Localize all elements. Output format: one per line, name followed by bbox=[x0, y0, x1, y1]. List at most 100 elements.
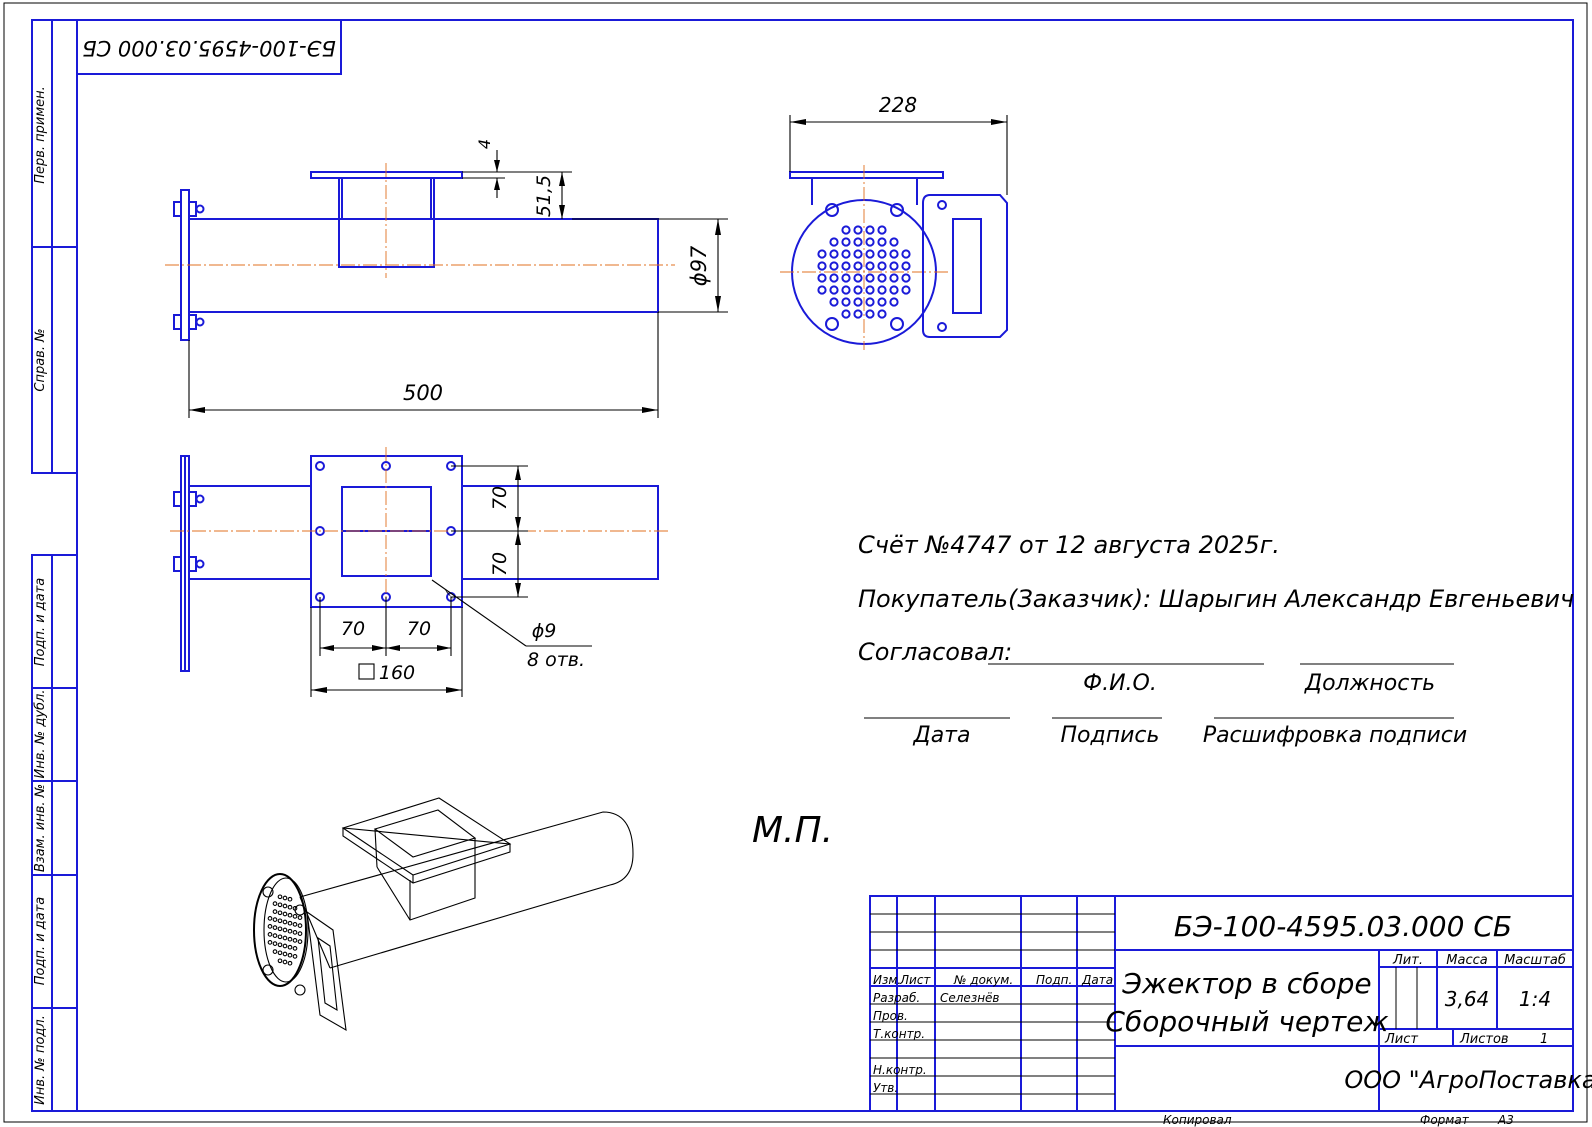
iso-perforation-hole bbox=[282, 911, 288, 917]
perforation-hole bbox=[853, 297, 863, 307]
drawing-frame bbox=[76, 19, 1574, 1112]
note-fio: Ф.И.О. bbox=[1083, 671, 1157, 696]
dim-pitch-h1: 70 bbox=[341, 618, 365, 640]
tb-name-line2: Сборочный чертеж bbox=[1105, 1005, 1388, 1038]
dim-flange-thickness: 4 bbox=[475, 139, 494, 149]
tb-col-izm: Изм. bbox=[873, 973, 901, 987]
perforation-hole bbox=[841, 297, 851, 307]
label-inv-dubl: Инв. № дубл. bbox=[33, 690, 48, 779]
dim-length: 500 bbox=[403, 381, 443, 405]
iso-perforation-hole bbox=[287, 960, 293, 966]
tb-listov-value: 1 bbox=[1540, 1032, 1548, 1047]
iso-perforation-hole bbox=[287, 912, 293, 918]
perforation-hole bbox=[877, 249, 887, 259]
perforation-hole bbox=[841, 273, 851, 283]
front-view: 500 ϕ97 4 51,5 bbox=[165, 139, 728, 418]
note-position: Должность bbox=[1304, 671, 1435, 696]
perforation-hole bbox=[901, 249, 911, 259]
perforation-hole bbox=[889, 237, 899, 247]
note-approved-label: Согласовал: bbox=[858, 638, 1012, 666]
iso-perforation-hole bbox=[277, 918, 283, 924]
tb-col-data: Дата bbox=[1081, 973, 1113, 987]
label-podp-data-1: Подп. и дата bbox=[33, 578, 48, 667]
iso-perforation-hole bbox=[287, 920, 293, 926]
perforation-hole bbox=[877, 297, 887, 307]
perforation-hole bbox=[865, 273, 875, 283]
perforation-hole bbox=[901, 285, 911, 295]
perforation-hole bbox=[889, 261, 899, 271]
tb-scale-value: 1:4 bbox=[1519, 987, 1551, 1011]
iso-perforation-hole bbox=[292, 930, 298, 935]
note-buyer: Покупатель(Заказчик): Шарыгин Александр … bbox=[858, 585, 1574, 613]
side-view: 228 bbox=[780, 93, 1008, 350]
note-date: Дата bbox=[913, 723, 971, 748]
iso-perforation-hole bbox=[282, 927, 288, 933]
dim-hole-count: 8 отв. bbox=[527, 649, 585, 671]
iso-perforation-hole bbox=[297, 939, 303, 944]
tb-prov: Пров. bbox=[873, 1009, 908, 1023]
perforation-hole bbox=[817, 249, 827, 259]
iso-perforation-hole bbox=[287, 952, 293, 958]
iso-perforation-hole bbox=[272, 949, 278, 954]
sheet-trim bbox=[3, 2, 1588, 1123]
perforation-hole bbox=[853, 261, 863, 271]
note-decode-signature: Расшифровка подписи bbox=[1203, 723, 1467, 748]
perforation-hole bbox=[901, 273, 911, 283]
tb-masshtab: Масштаб bbox=[1504, 953, 1566, 968]
tb-designation: БЭ-100-4595.03.000 СБ bbox=[1174, 910, 1512, 943]
hole-grid bbox=[817, 225, 911, 319]
top-stamp: БЭ-100-4595.03.000 СБ bbox=[76, 19, 342, 75]
perforation-hole bbox=[865, 285, 875, 295]
plan-view: 70 70 70 70 160 ϕ9 8 отв. bbox=[170, 447, 670, 697]
iso-perforation-hole bbox=[287, 896, 293, 902]
notes-block: Счёт №4747 от 12 августа 2025г. Покупате… bbox=[752, 531, 1574, 851]
left-side-columns: Перв. примен. Справ. № Подп. и дата Инв.… bbox=[31, 19, 78, 1112]
label-perv-primen: Перв. примен. bbox=[33, 86, 48, 184]
perforation-hole bbox=[865, 261, 875, 271]
label-podp-data-2: Подп. и дата bbox=[33, 897, 48, 986]
perforation-hole bbox=[877, 237, 887, 247]
iso-perforation-hole bbox=[277, 894, 283, 900]
square-symbol bbox=[358, 663, 375, 680]
tb-listov-label: Листов bbox=[1459, 1032, 1509, 1047]
title-block: БЭ-100-4595.03.000 СБ Эжектор в сборе Сб… bbox=[869, 895, 1592, 1127]
iso-perforation-hole bbox=[297, 923, 303, 928]
perforation-hole bbox=[853, 273, 863, 283]
dim-flange-offset: 51,5 bbox=[533, 175, 555, 217]
isometric-view bbox=[253, 797, 634, 1032]
iso-perforation-hole bbox=[297, 931, 303, 936]
tb-format-value: А3 bbox=[1497, 1113, 1514, 1127]
iso-perforation-hole bbox=[287, 936, 293, 942]
tb-format-label: Формат bbox=[1420, 1113, 1470, 1127]
perforation-hole bbox=[877, 273, 887, 283]
tb-massa-value: 3,64 bbox=[1445, 987, 1490, 1011]
perforation-hole bbox=[853, 237, 863, 247]
perforation-hole bbox=[865, 225, 875, 235]
iso-perforation-hole bbox=[277, 926, 283, 932]
tb-razrab: Разраб. bbox=[873, 991, 920, 1005]
perforation-hole bbox=[865, 237, 875, 247]
perforation-hole bbox=[877, 225, 887, 235]
perforation-hole bbox=[865, 297, 875, 307]
iso-perforation-hole bbox=[282, 895, 288, 901]
label-sprav-no: Справ. № bbox=[33, 328, 48, 391]
iso-perforation-hole bbox=[267, 916, 273, 921]
perforation-hole bbox=[817, 261, 827, 271]
note-stamp-place: М.П. bbox=[752, 810, 833, 851]
iso-perforation-hole bbox=[297, 915, 303, 920]
iso-perforation-hole bbox=[287, 944, 293, 950]
tb-lit: Лит. bbox=[1392, 953, 1423, 968]
iso-perforation-hole bbox=[282, 919, 288, 925]
perforation-hole bbox=[889, 285, 899, 295]
perforation-hole bbox=[841, 237, 851, 247]
tb-list-label: Лист bbox=[1384, 1032, 1418, 1047]
perforation-hole bbox=[841, 285, 851, 295]
label-inv-podl: Инв. № подл. bbox=[33, 1015, 48, 1105]
tb-company: ООО "АгроПоставка" bbox=[1344, 1066, 1592, 1094]
iso-perforation-hole bbox=[267, 924, 273, 929]
iso-perforation-hole bbox=[277, 950, 283, 956]
tb-col-doc: № докум. bbox=[953, 973, 1013, 987]
tb-col-podp: Подп. bbox=[1036, 973, 1072, 987]
perforation-hole bbox=[853, 249, 863, 259]
